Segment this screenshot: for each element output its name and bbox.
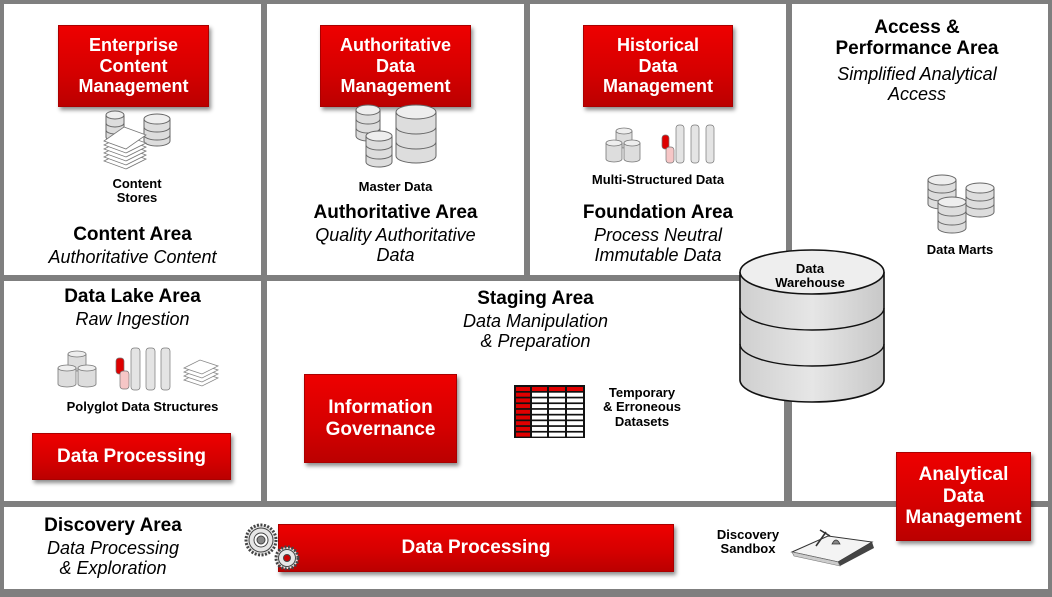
foundation-area-title: Foundation Area — [582, 202, 734, 223]
multi-structured-data-icon — [605, 124, 715, 164]
dataset-cell — [532, 421, 547, 426]
staging-area-title: Staging Area — [477, 288, 594, 309]
dataset-cell — [516, 392, 530, 397]
data-marts-caption: Data Marts — [926, 242, 994, 257]
dataset-cell — [516, 426, 530, 431]
discovery-sandbox-caption: Discovery Sandbox — [716, 527, 780, 557]
data-marts-icon — [927, 174, 995, 234]
content-stores-icon — [102, 110, 171, 170]
dataset-cell — [549, 432, 565, 437]
dataset-cell — [516, 387, 530, 391]
authoritative-area-title: Authoritative Area — [313, 202, 478, 223]
foundation-area-subtitle: Process Neutral Immutable Data — [593, 225, 723, 265]
dataset-cell — [567, 421, 583, 426]
data-lake-area-subtitle: Raw Ingestion — [75, 309, 190, 329]
dataset-cell — [567, 415, 583, 420]
dataset-cell — [567, 392, 583, 397]
content-stores-caption: Content Stores — [112, 176, 162, 206]
access-area-title: Access & Performance Area — [835, 17, 999, 59]
data-lake-data-processing-box[interactable]: Data Processing — [32, 433, 231, 480]
dataset-cell — [532, 404, 547, 409]
analytical-data-management-box[interactable]: Analytical Data Management — [896, 452, 1031, 541]
historical-data-management-box[interactable]: Historical Data Management — [583, 25, 733, 107]
dataset-cell — [532, 392, 547, 397]
discovery-area-subtitle: Data Processing & Exploration — [46, 538, 180, 578]
dataset-cell — [549, 392, 565, 397]
dataset-cell — [549, 387, 565, 391]
content-area-subtitle: Authoritative Content — [48, 247, 217, 267]
dataset-cell — [516, 404, 530, 409]
dataset-cell — [567, 426, 583, 431]
dataset-cell — [567, 387, 583, 391]
dataset-cell — [549, 404, 565, 409]
dataset-cell — [549, 421, 565, 426]
master-data-caption: Master Data — [358, 179, 433, 194]
dataset-cell — [516, 432, 530, 437]
dataset-cell — [549, 409, 565, 414]
dataset-cell — [532, 409, 547, 414]
datasets-table-icon — [514, 385, 585, 438]
dataset-cell — [516, 421, 530, 426]
enterprise-content-management-box[interactable]: Enterprise Content Management — [58, 25, 209, 107]
staging-area-subtitle: Data Manipulation & Preparation — [462, 311, 609, 351]
dataset-cell — [549, 426, 565, 431]
data-lake-area-title: Data Lake Area — [64, 286, 201, 307]
polyglot-data-structures-caption: Polyglot Data Structures — [66, 399, 219, 414]
dataset-cell — [549, 415, 565, 420]
datasets-caption: Temporary & Erroneous Datasets — [602, 385, 681, 429]
dataset-cell — [567, 404, 583, 409]
master-data-icon — [355, 104, 437, 168]
dataset-cell — [567, 398, 583, 403]
authoritative-data-management-box[interactable]: Authoritative Data Management — [320, 25, 471, 107]
dataset-cell — [549, 398, 565, 403]
dataset-cell — [516, 398, 530, 403]
discovery-area-title: Discovery Area — [44, 515, 182, 536]
content-area-title: Content Area — [73, 224, 192, 245]
access-area-subtitle: Simplified Analytical Access — [837, 64, 997, 104]
gears-icon — [244, 523, 300, 571]
data-warehouse-label: Data Warehouse — [775, 261, 845, 291]
dataset-cell — [532, 432, 547, 437]
dataset-cell — [567, 409, 583, 414]
polyglot-data-structures-icon — [57, 347, 220, 391]
information-governance-box[interactable]: Information Governance — [304, 374, 457, 463]
sandbox-icon — [790, 529, 874, 567]
multi-structured-data-caption: Multi-Structured Data — [591, 172, 725, 187]
dataset-cell — [516, 409, 530, 414]
dataset-cell — [532, 426, 547, 431]
dataset-cell — [516, 415, 530, 420]
data-warehouse-icon[interactable] — [738, 248, 888, 408]
discovery-data-processing-box[interactable]: Data Processing — [278, 524, 674, 572]
dataset-cell — [532, 398, 547, 403]
authoritative-area-subtitle: Quality Authoritative Data — [315, 225, 476, 265]
dataset-cell — [532, 387, 547, 391]
dataset-cell — [567, 432, 583, 437]
dataset-cell — [532, 415, 547, 420]
